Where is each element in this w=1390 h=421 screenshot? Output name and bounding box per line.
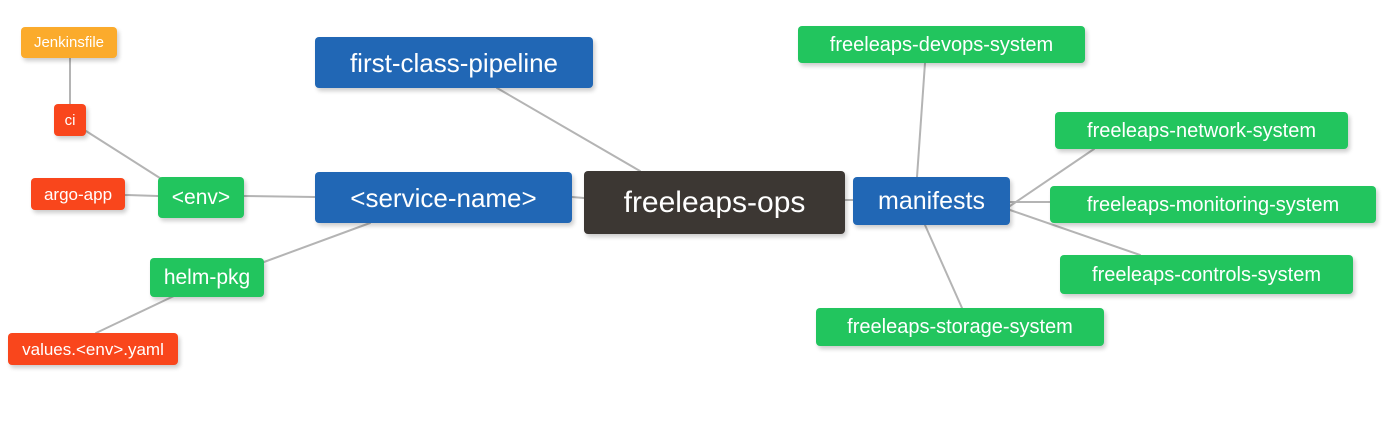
node-freeleaps-storage-system[interactable]: freeleaps-storage-system — [816, 308, 1104, 346]
node-argo-app[interactable]: argo-app — [31, 178, 125, 210]
node-first-class-pipeline[interactable]: first-class-pipeline — [315, 37, 593, 88]
node-env[interactable]: <env> — [158, 177, 244, 218]
node-freeleaps-network-system[interactable]: freeleaps-network-system — [1055, 112, 1348, 149]
node-helm-pkg[interactable]: helm-pkg — [150, 258, 264, 297]
edge-service-name-to-root — [571, 196, 585, 199]
node-label: freeleaps-devops-system — [829, 33, 1054, 56]
node-label: first-class-pipeline — [349, 47, 559, 78]
edge-helm-pkg-to-values-yaml — [95, 294, 177, 334]
node-freeleaps-monitoring-system[interactable]: freeleaps-monitoring-system — [1050, 186, 1376, 223]
node-label: <env> — [171, 186, 231, 209]
node-root[interactable]: freeleaps-ops — [584, 171, 845, 234]
node-label: manifests — [878, 186, 985, 215]
node-label: values.<env>.yaml — [22, 339, 164, 359]
edge-manifests-to-freeleaps-storage-system — [924, 224, 963, 309]
node-label: freeleaps-network-system — [1087, 119, 1316, 142]
node-label: <service-name> — [350, 182, 537, 213]
node-label: freeleaps-ops — [623, 185, 806, 219]
node-service-name[interactable]: <service-name> — [315, 172, 572, 223]
node-ci[interactable]: ci — [54, 104, 86, 136]
node-label: freeleaps-controls-system — [1092, 263, 1321, 286]
edge-freeleaps-devops-system-to-manifests — [916, 62, 926, 178]
node-label: ci — [64, 111, 76, 129]
node-freeleaps-devops-system[interactable]: freeleaps-devops-system — [798, 26, 1085, 63]
edge-argo-app-to-env — [124, 194, 159, 197]
node-manifests[interactable]: manifests — [853, 177, 1010, 225]
node-label: freeleaps-storage-system — [847, 316, 1073, 338]
edge-env-to-service-name — [243, 195, 316, 198]
edge-first-class-pipeline-to-root — [496, 87, 641, 172]
node-values-yaml[interactable]: values.<env>.yaml — [8, 333, 178, 365]
node-label: helm-pkg — [163, 266, 251, 289]
node-label: freeleaps-monitoring-system — [1086, 193, 1340, 216]
node-label: Jenkinsfile — [33, 34, 105, 51]
edge-service-name-to-helm-pkg — [263, 222, 371, 263]
node-jenkinsfile[interactable]: Jenkinsfile — [21, 27, 117, 58]
node-freeleaps-controls-system[interactable]: freeleaps-controls-system — [1060, 255, 1353, 294]
edge-ci-to-env — [85, 130, 164, 181]
node-label: argo-app — [43, 184, 113, 204]
